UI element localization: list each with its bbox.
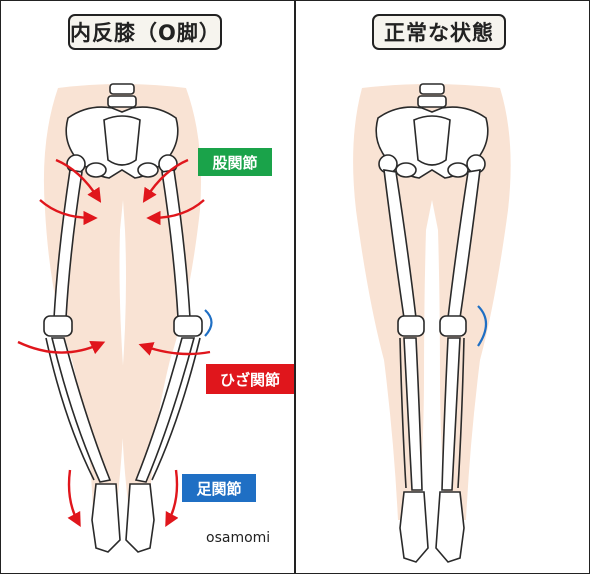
arrow-ankle-left <box>67 469 81 528</box>
right-panel-title: 正常な状態 <box>372 14 506 50</box>
obturator-left <box>85 162 107 178</box>
knee-right <box>439 315 467 337</box>
sacrum <box>413 115 451 166</box>
left-panel-title: 内反膝（O脚） <box>68 14 222 50</box>
foot-right <box>435 491 465 563</box>
arrow-knee-right <box>138 342 211 356</box>
fibula-right <box>457 337 465 489</box>
hip-joint-label: 股関節 <box>198 148 272 176</box>
foot-left <box>91 483 121 553</box>
vertebra <box>419 83 445 95</box>
rotation-arrows <box>17 158 211 528</box>
obturator-left <box>395 162 417 178</box>
obturator-right <box>137 162 159 178</box>
fibula-left <box>399 337 407 489</box>
tibia-left <box>403 337 423 491</box>
knee-angle-arc-right <box>477 305 488 347</box>
tibia-left <box>50 337 112 483</box>
vertebra <box>107 95 137 108</box>
foot-right <box>125 483 155 553</box>
knee-right <box>173 315 203 337</box>
tibia-right <box>441 337 461 491</box>
ankle-joint-label: 足関節 <box>182 474 256 502</box>
foot-left <box>399 491 429 563</box>
vertebra <box>417 95 447 108</box>
knee-left <box>397 315 425 337</box>
arrow-ankle-right <box>165 469 179 528</box>
knee-left <box>43 315 73 337</box>
arrow-hip-left-upper <box>55 158 102 203</box>
arrow-hip-right-upper <box>142 158 189 203</box>
fibula-right <box>151 337 201 481</box>
obturator-right <box>447 162 469 178</box>
sacrum <box>103 115 141 166</box>
credit-text: osamomi <box>206 530 271 546</box>
knee-angle-arc-left <box>204 309 213 337</box>
arrow-hip-left-lower <box>39 199 98 226</box>
fibula-left <box>45 337 95 481</box>
arrow-knee-left <box>17 340 106 355</box>
arrow-hip-right-lower <box>146 199 205 226</box>
panel-divider <box>294 0 296 574</box>
tibia-right <box>134 337 196 483</box>
left-skeleton <box>43 83 203 553</box>
right-skeleton <box>375 83 489 563</box>
knee-joint-label: ひざ関節 <box>206 364 294 394</box>
vertebra <box>109 83 135 95</box>
